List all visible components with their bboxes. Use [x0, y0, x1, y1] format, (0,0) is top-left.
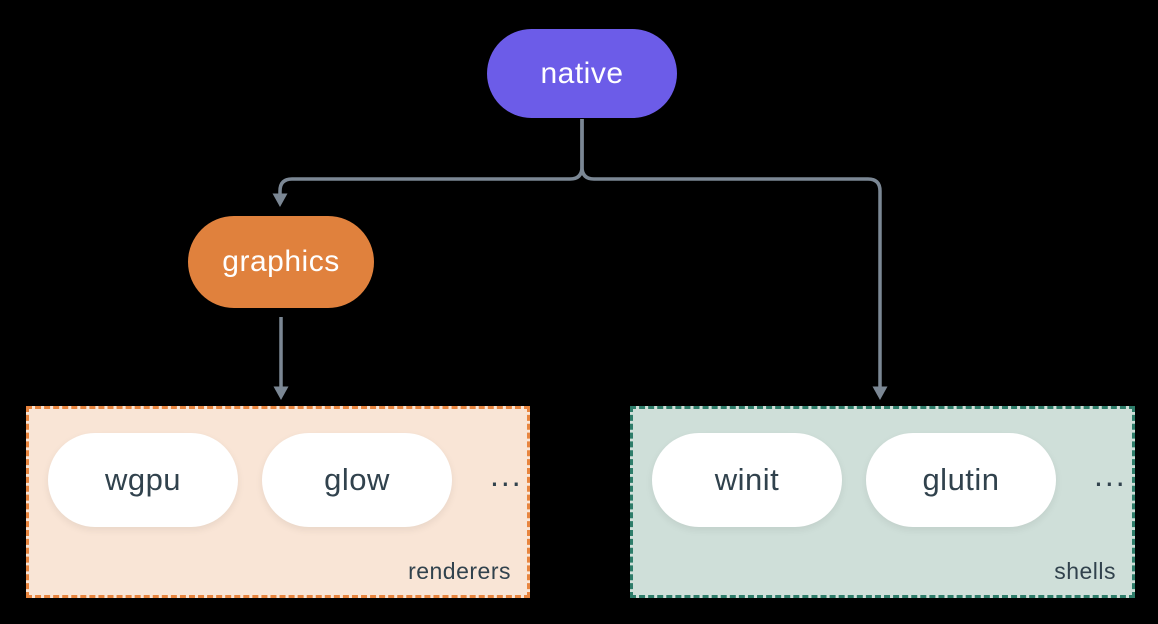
node-winit-label: winit: [714, 462, 780, 497]
node-native: native: [487, 29, 677, 118]
node-glow-label: glow: [324, 462, 390, 497]
node-graphics-label: graphics: [222, 245, 340, 278]
connector-graphics-to-renderers: [273, 317, 289, 400]
group-shells-row: winit glutin ...: [633, 409, 1132, 527]
group-renderers-row: wgpu glow ...: [29, 409, 527, 527]
node-glutin-label: glutin: [922, 462, 1000, 497]
arrowhead-down-icon: [272, 193, 288, 207]
node-glutin: glutin: [866, 433, 1056, 527]
group-renderers-label: renderers: [408, 558, 511, 584]
group-shells-label: shells: [1054, 558, 1116, 584]
node-wgpu-label: wgpu: [104, 462, 182, 497]
node-winit: winit: [652, 433, 842, 527]
node-graphics: graphics: [188, 216, 374, 308]
renderers-ellipsis: ...: [490, 456, 523, 493]
group-renderers: wgpu glow ... renderers: [26, 406, 530, 598]
shells-ellipsis: ...: [1094, 456, 1127, 493]
node-native-label: native: [540, 56, 624, 90]
connector-native-to-graphics: [272, 119, 584, 207]
arrowhead-down-icon: [872, 386, 888, 400]
connector-native-to-shells: [580, 119, 888, 400]
arrowhead-down-icon: [273, 386, 289, 400]
node-glow: glow: [262, 433, 452, 527]
group-shells: winit glutin ... shells: [630, 406, 1135, 598]
node-wgpu: wgpu: [48, 433, 238, 527]
